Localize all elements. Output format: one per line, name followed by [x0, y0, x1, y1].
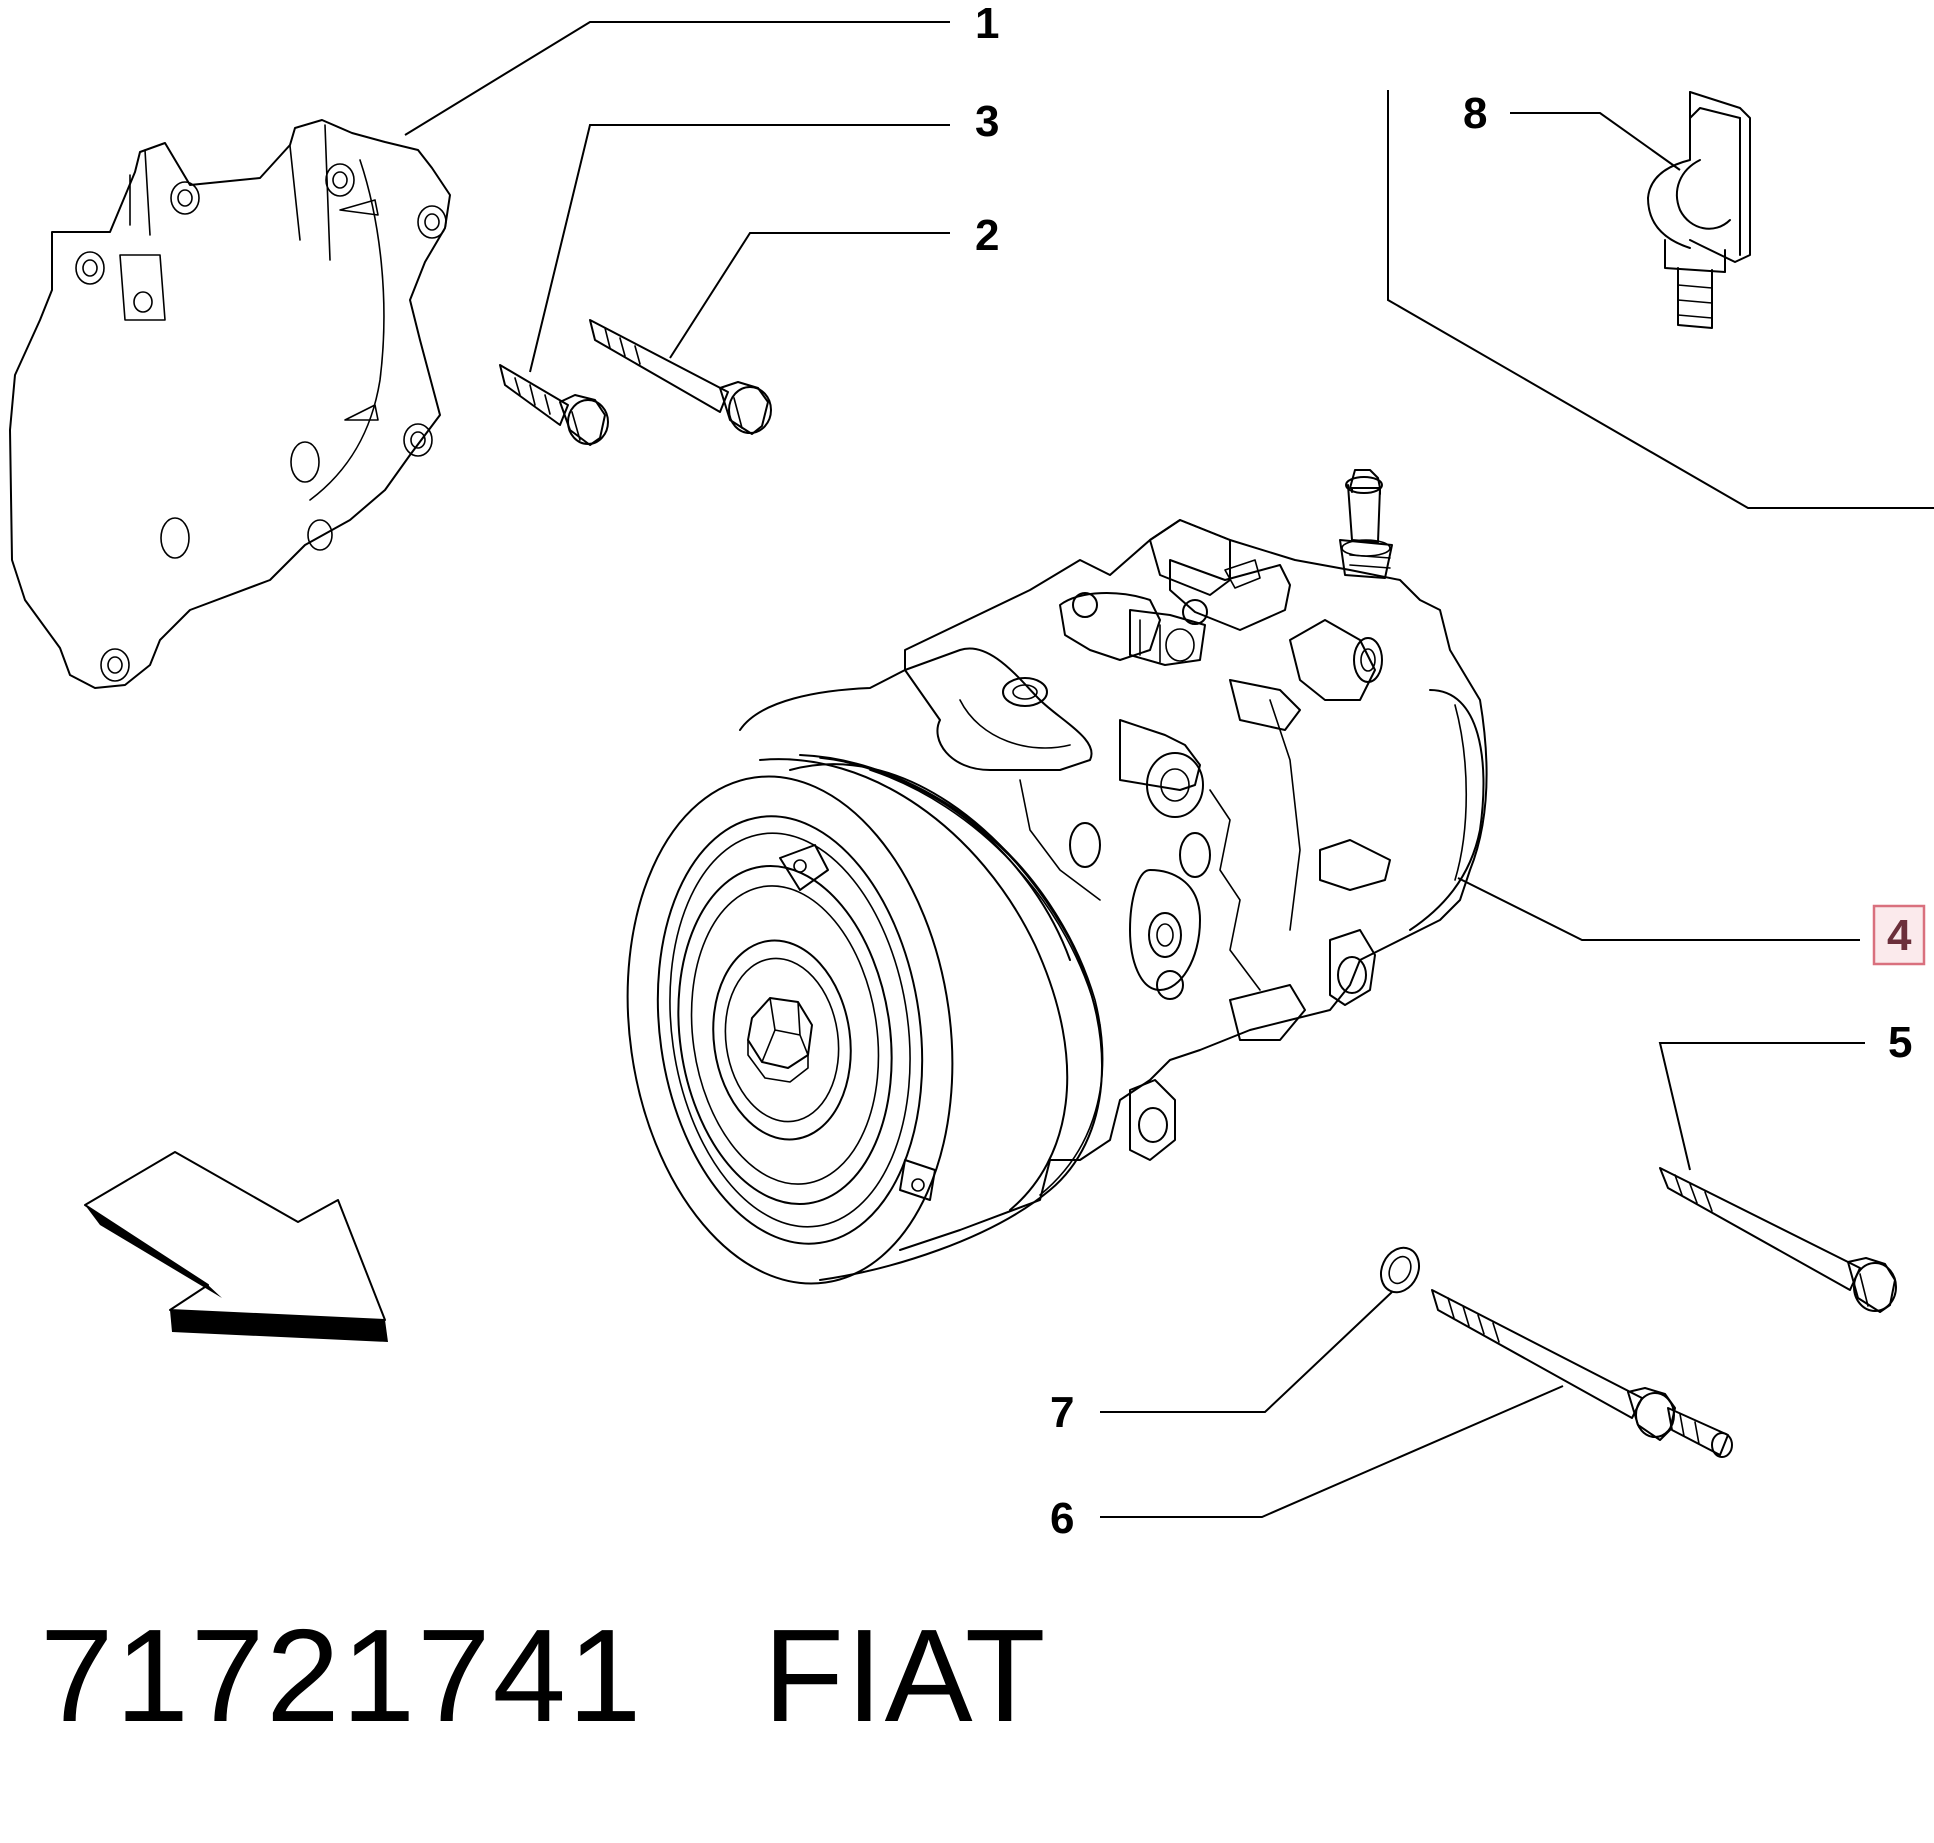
leader-6	[1100, 1385, 1564, 1518]
part-5-long-bolt[interactable]	[1659, 1167, 1897, 1313]
callout-4-highlight	[1872, 904, 1926, 966]
callout-7[interactable]: 7	[1050, 1388, 1074, 1437]
part-3-short-bolt[interactable]	[499, 364, 609, 446]
leader-1	[404, 21, 950, 136]
direction-arrow	[84, 1151, 388, 1342]
part-2-long-bolt[interactable]	[589, 319, 772, 435]
part-6-stud-bolt[interactable]	[1431, 1289, 1733, 1458]
leader-7	[1100, 1291, 1393, 1413]
part-number: 71721741	[40, 1602, 644, 1749]
part-4-ac-compressor[interactable]	[596, 469, 1488, 1305]
leader-lines	[404, 21, 1934, 1518]
leader-8-bracket	[1387, 90, 1934, 509]
callout-5[interactable]: 5	[1888, 1018, 1912, 1067]
leader-5	[1658, 1042, 1865, 1171]
callout-1[interactable]: 1	[975, 0, 999, 48]
part-8-clip-fitting[interactable]	[1647, 91, 1751, 329]
leader-4	[1457, 877, 1860, 941]
callout-8[interactable]: 8	[1463, 89, 1487, 138]
footer-caption: 71721741 FIAT	[40, 1600, 1047, 1751]
callout-6[interactable]: 6	[1050, 1494, 1074, 1543]
brand-name: FIAT	[763, 1602, 1048, 1749]
leader-3	[529, 124, 950, 373]
callout-3[interactable]: 3	[975, 97, 999, 146]
leader-8	[1510, 112, 1681, 171]
callout-4[interactable]: 4	[1887, 911, 1912, 960]
callout-2[interactable]: 2	[975, 211, 999, 260]
part-7-washer[interactable]	[1374, 1242, 1426, 1299]
part-1-mounting-bracket[interactable]	[9, 119, 451, 689]
leader-2	[669, 232, 950, 359]
